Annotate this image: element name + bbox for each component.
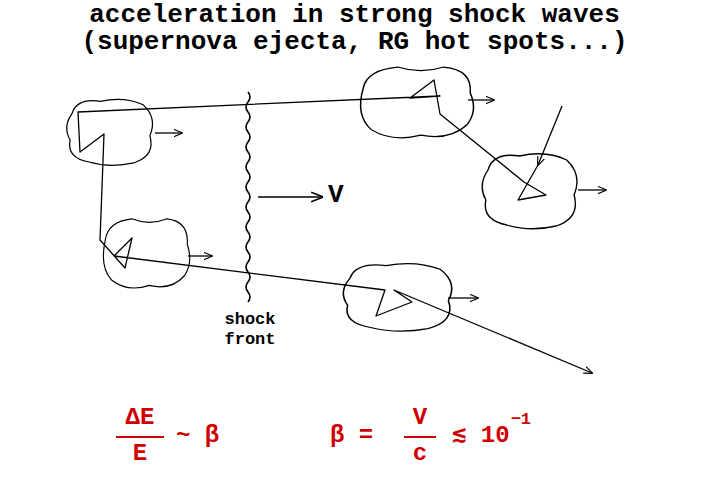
cloud-velocity-arrow — [448, 297, 478, 298]
figure-title: acceleration in strong shock waves (supe… — [72, 2, 637, 56]
particle-track — [538, 106, 562, 165]
formula-exponent: −1 — [511, 410, 531, 430]
gas-cloud — [482, 154, 577, 229]
formula-text: ≲ 10 — [452, 422, 510, 450]
shock-front-label: shock front — [217, 310, 283, 350]
shock-front-line — [246, 92, 250, 302]
formula-denominator: E — [133, 440, 147, 468]
particle-track — [78, 80, 592, 373]
gas-cloud — [343, 264, 451, 332]
formula-denominator: c — [413, 440, 427, 468]
formula-numerator: ΔE — [126, 404, 155, 432]
formula-numerator: V — [413, 404, 427, 432]
cloud-velocity-arrow — [578, 189, 606, 190]
fraction-bar — [116, 436, 164, 438]
formula-text: ~ β — [176, 422, 219, 450]
cloud-velocity-arrow — [155, 132, 182, 133]
fraction-bar — [404, 436, 436, 438]
cloud-velocity-arrow — [468, 99, 494, 100]
formula-text: β = — [330, 422, 373, 450]
velocity-symbol: V — [328, 180, 344, 210]
cloud-velocity-arrow — [188, 255, 212, 256]
shock-velocity-arrow — [258, 196, 322, 198]
